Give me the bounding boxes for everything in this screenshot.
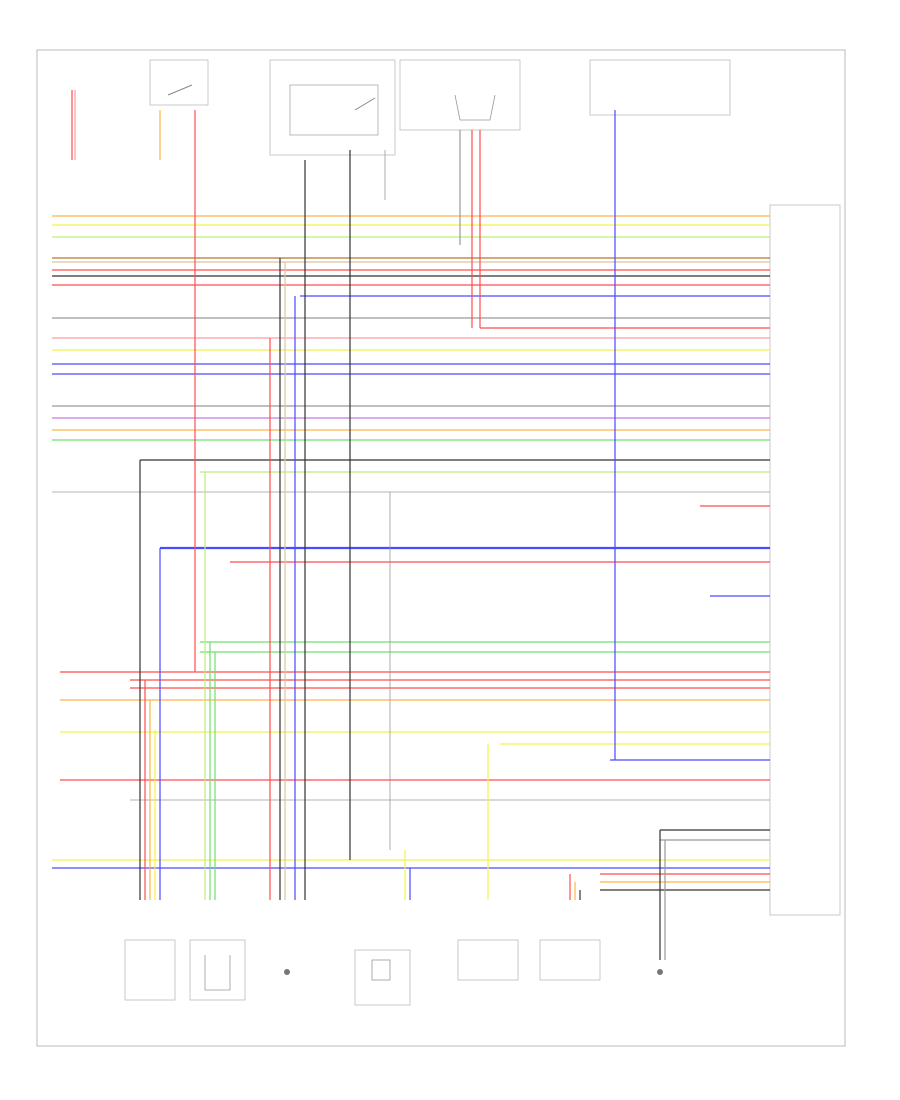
top-right-box (589, 59, 731, 116)
valve-box-2 (539, 939, 601, 981)
vertical-wires (71, 90, 666, 960)
diagram-border (36, 49, 846, 1047)
module-connector (769, 204, 841, 916)
sensor-1-box (124, 939, 176, 1001)
switch-box-1 (149, 59, 209, 106)
top-components (149, 59, 731, 156)
sensor-symbol-top (454, 94, 496, 121)
solenoid-symbol (371, 959, 391, 981)
solenoid-box (354, 949, 411, 1006)
ground-point-1 (284, 969, 290, 975)
sensor-2-symbol (204, 955, 231, 991)
sensor-2-box (189, 939, 246, 1001)
relay-box (269, 59, 396, 156)
valve-box-1 (457, 939, 519, 981)
relay-contact (354, 97, 376, 111)
ground-point-2 (657, 969, 663, 975)
bottom-components (124, 939, 663, 1006)
relay-inner-box (289, 84, 379, 136)
switch-contact-1 (167, 84, 193, 96)
